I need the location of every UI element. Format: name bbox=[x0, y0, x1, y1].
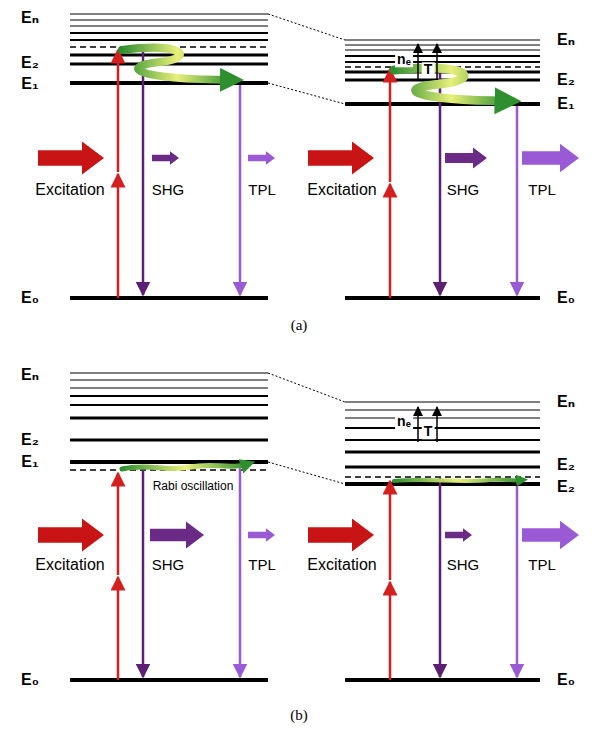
beam-label: Excitation bbox=[305, 556, 378, 574]
level-label: E₀ bbox=[19, 671, 41, 689]
beam-label: TPL bbox=[246, 182, 278, 199]
level-label: E₂ bbox=[555, 456, 577, 474]
level-label: E₀ bbox=[555, 289, 577, 307]
level-label: E₂ bbox=[19, 431, 41, 449]
beam-label: SHG bbox=[445, 557, 482, 574]
process-label: Rabi oscillation bbox=[151, 480, 236, 493]
trend-label: nₑ bbox=[395, 52, 413, 67]
increase-arrows bbox=[418, 44, 437, 442]
beam-label: SHG bbox=[150, 557, 187, 574]
level-label: E₁ bbox=[19, 453, 40, 471]
beam-label: TPL bbox=[526, 182, 558, 199]
panel-label: (a) bbox=[289, 317, 310, 334]
trend-label: T bbox=[422, 62, 435, 77]
level-label: Eₙ bbox=[19, 9, 41, 27]
level-label: E₀ bbox=[19, 289, 41, 307]
level-label: Eₙ bbox=[555, 393, 577, 411]
trend-label: T bbox=[422, 424, 435, 439]
level-label: E₂ bbox=[555, 71, 577, 89]
beam-label: Excitation bbox=[33, 556, 106, 574]
energy-levels bbox=[70, 14, 540, 298]
beam-label: Excitation bbox=[305, 181, 378, 199]
level-label: Eₙ bbox=[555, 31, 577, 49]
beam-label: Excitation bbox=[33, 181, 106, 199]
beam-label: SHG bbox=[445, 182, 482, 199]
level-label: E₁ bbox=[555, 95, 576, 113]
energy-levels bbox=[70, 373, 540, 680]
level-label: E₂ bbox=[555, 478, 577, 496]
level-label: Eₙ bbox=[19, 366, 41, 384]
panel-label: (b) bbox=[288, 707, 310, 724]
beam-label: TPL bbox=[526, 557, 558, 574]
beam-label: SHG bbox=[150, 182, 187, 199]
intensity-arrows bbox=[38, 142, 579, 552]
transition-arrows bbox=[118, 48, 517, 680]
beam-label: TPL bbox=[246, 557, 278, 574]
trend-label: nₑ bbox=[395, 414, 413, 429]
level-label: E₂ bbox=[19, 54, 41, 72]
level-label: E₀ bbox=[555, 671, 577, 689]
relaxation-swirl bbox=[122, 48, 522, 481]
level-label: E₁ bbox=[19, 75, 40, 93]
